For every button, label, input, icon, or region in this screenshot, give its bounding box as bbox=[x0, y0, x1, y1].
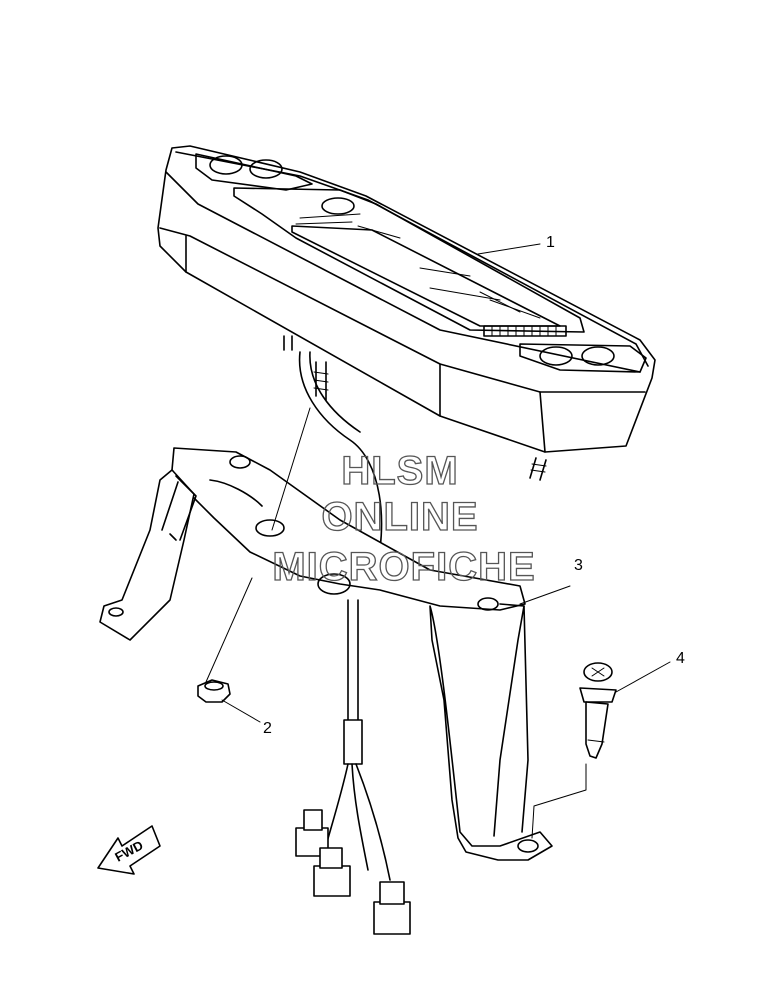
meter-assembly bbox=[157, 145, 656, 581]
watermark-line-2: ONLINE bbox=[321, 495, 478, 539]
callout-3: 3 bbox=[574, 557, 583, 574]
watermark-line-1: HLSM bbox=[341, 449, 458, 493]
watermark: HLSM ONLINE MICROFICHE bbox=[272, 448, 536, 589]
callout-4: 4 bbox=[676, 650, 685, 667]
meter-bracket bbox=[99, 447, 553, 861]
callout-2: 2 bbox=[263, 720, 272, 737]
watermark-line-3: MICROFICHE bbox=[272, 545, 535, 589]
rivet-clip bbox=[531, 662, 617, 839]
callout-1: 1 bbox=[546, 234, 555, 251]
connector-b bbox=[313, 847, 351, 897]
wire-harness bbox=[295, 599, 411, 935]
leader-lines bbox=[221, 243, 671, 723]
connector-c bbox=[373, 881, 411, 935]
nut bbox=[197, 577, 253, 703]
fwd-direction-arrow: FWD bbox=[97, 825, 161, 875]
